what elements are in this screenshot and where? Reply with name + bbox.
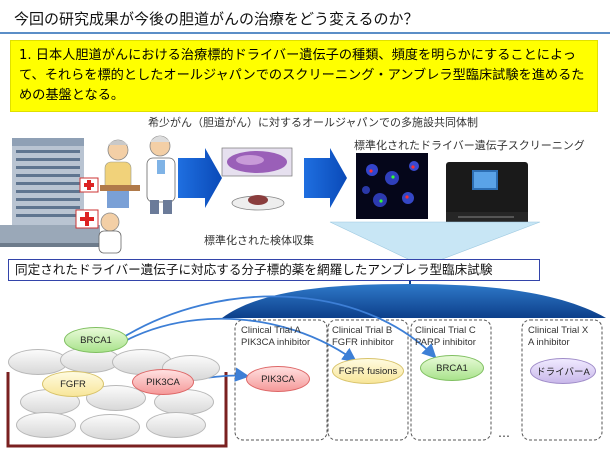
cell-ellipse <box>146 412 206 438</box>
tumor-basket <box>6 372 228 448</box>
trial-c-target: BRCA1 <box>420 355 484 381</box>
umbrella-canopy <box>222 278 606 318</box>
title-underline <box>0 32 610 34</box>
cell-ellipse <box>8 349 68 375</box>
gene-pik3ca: PIK3CA <box>132 369 194 395</box>
gene-brca1: BRCA1 <box>64 327 128 353</box>
cell-ellipse <box>80 414 140 440</box>
trial-b-target: FGFR fusions <box>332 358 404 384</box>
trial-c-name: Clinical Trial C <box>415 325 476 336</box>
trial-a-name: Clinical Trial A <box>241 325 301 336</box>
trial-a-drug: PIK3CA inhibitor <box>241 337 311 348</box>
specimen-dish-image <box>231 195 285 211</box>
umbrella-trial-banner: 同定されたドライバー遺伝子に対応する分子標的薬を網羅したアンブレラ型臨床試験 <box>8 259 540 281</box>
trial-c-drug: PARP inhibitor <box>415 337 476 348</box>
patient-illustration <box>100 139 140 208</box>
flow-arrow-2 <box>304 148 347 208</box>
fluorescence-image <box>356 153 428 219</box>
clinician-illustration <box>98 212 122 254</box>
page-title: 今回の研究成果が今後の胆道がんの治療をどう変えるのか？ <box>14 10 419 28</box>
gene-fgfr: FGFR <box>42 371 104 397</box>
tissue-slide-image <box>221 147 293 177</box>
medical-kit-icon <box>75 177 99 229</box>
funnel-connector <box>329 221 541 261</box>
trial-box-x <box>521 319 603 441</box>
caption-network: 希少がん（胆道がん）に対するオールジャパンでの多施設共同体制 <box>148 116 478 129</box>
trial-x-target: ドライバーA <box>530 358 596 384</box>
caption-screening: 標準化されたドライバー遺伝子スクリーニング <box>354 139 585 152</box>
more-trials-ellipsis: … <box>498 426 510 440</box>
lead-box: 1. 日本人胆道がんにおける治療標的ドライバー遺伝子の種類、頻度を明らかにするこ… <box>10 40 598 112</box>
trial-b-drug: FGFR inhibitor <box>332 337 394 348</box>
arrow-brca1 <box>121 295 437 359</box>
trial-x-name: Clinical Trial X <box>528 325 589 336</box>
trial-b-name: Clinical Trial B <box>332 325 393 336</box>
hospital-illustration <box>0 138 100 247</box>
sequencer-machine-image <box>446 162 528 226</box>
trial-x-drug: A inhibitor <box>528 337 570 348</box>
trial-box-c <box>410 319 492 441</box>
caption-specimen: 標準化された検体収集 <box>204 234 314 247</box>
flow-arrow-1 <box>178 148 222 208</box>
trial-a-target: PIK3CA <box>246 366 310 392</box>
cell-ellipse <box>16 412 76 438</box>
doctor-illustration <box>146 135 176 214</box>
trial-box-b <box>327 319 409 441</box>
